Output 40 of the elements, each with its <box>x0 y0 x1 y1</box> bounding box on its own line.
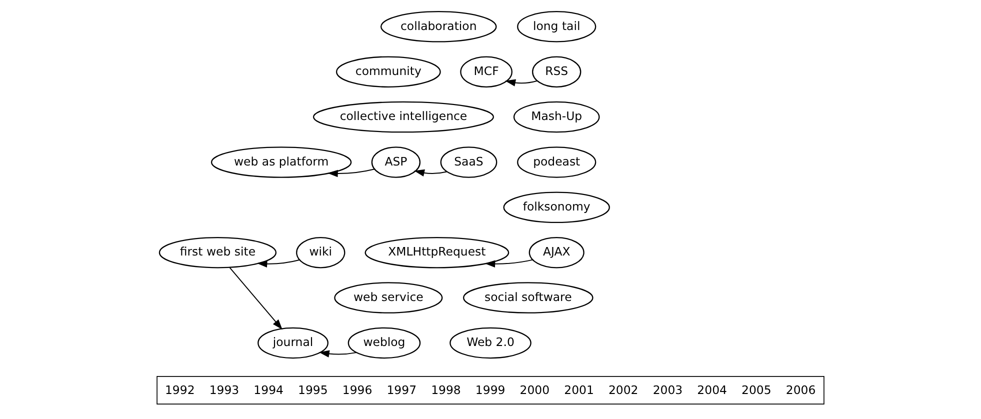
node-ellipse: ASP <box>371 146 421 178</box>
label: 1993 <box>209 382 240 397</box>
node-ellipse: folksonomy <box>503 192 610 224</box>
label: 2004 <box>697 382 727 397</box>
arrow <box>318 350 356 358</box>
node-ellipse: social software <box>462 282 594 314</box>
node-ellipse: Web 2.0 <box>450 327 532 359</box>
label: 1996 <box>342 382 372 397</box>
label: 2001 <box>564 382 594 397</box>
label: 1992 <box>164 382 195 397</box>
node-ellipse: long tail <box>517 11 596 42</box>
arrow <box>484 259 533 268</box>
node-ellipse: podeast <box>517 146 596 178</box>
node-ellipse: weblog <box>348 327 421 359</box>
node-ellipse: MCF <box>460 56 512 88</box>
arrow <box>229 267 282 330</box>
node-ellipse: wiki <box>296 236 346 268</box>
label: 2005 <box>742 382 772 397</box>
node-ellipse: journal <box>258 327 328 359</box>
node-ellipse: web service <box>334 282 443 314</box>
arrow <box>256 259 300 268</box>
node-ellipse: Mash-Up <box>513 101 600 133</box>
arrow <box>505 79 538 86</box>
label: 1999 <box>475 382 506 397</box>
arrow <box>414 169 447 177</box>
label: 1995 <box>298 382 328 397</box>
label: 2000 <box>520 382 550 397</box>
node-ellipse: collective intelligence <box>312 101 494 133</box>
node-ellipse: AJAX <box>528 236 584 268</box>
node-ellipse: collaboration <box>380 11 497 42</box>
label: 2006 <box>786 382 816 397</box>
arrow <box>327 168 375 178</box>
label: 1998 <box>431 382 461 397</box>
node-ellipse: RSS <box>532 56 582 88</box>
node-ellipse: community <box>336 56 441 88</box>
label: 1997 <box>386 382 417 397</box>
node-ellipse: SaaS <box>440 146 498 178</box>
label: 2002 <box>608 382 638 397</box>
label: 1994 <box>254 382 284 397</box>
label: 2003 <box>652 382 683 397</box>
